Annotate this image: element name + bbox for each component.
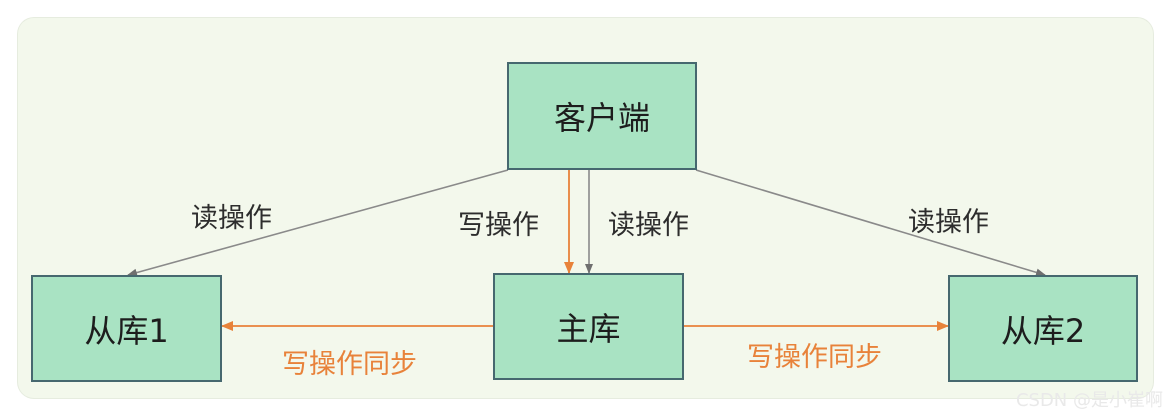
replica2-node: 从库2 (948, 275, 1138, 382)
client-node: 客户端 (507, 62, 697, 170)
read-arrow-to-replica2 (695, 169, 1046, 277)
read-label-center: 读操作 (608, 210, 689, 241)
master-node: 主库 (493, 273, 684, 380)
watermark: CSDN @是小崔啊 (1015, 390, 1163, 411)
read-arrow-to-replica1 (127, 169, 509, 277)
write-label-center: 写操作 (458, 210, 539, 241)
read-label-right: 读操作 (908, 207, 989, 238)
replica1-node: 从库1 (31, 275, 222, 382)
sync-label-left: 写操作同步 (282, 349, 417, 380)
read-label-left: 读操作 (191, 203, 272, 234)
sync-label-right: 写操作同步 (747, 342, 882, 373)
